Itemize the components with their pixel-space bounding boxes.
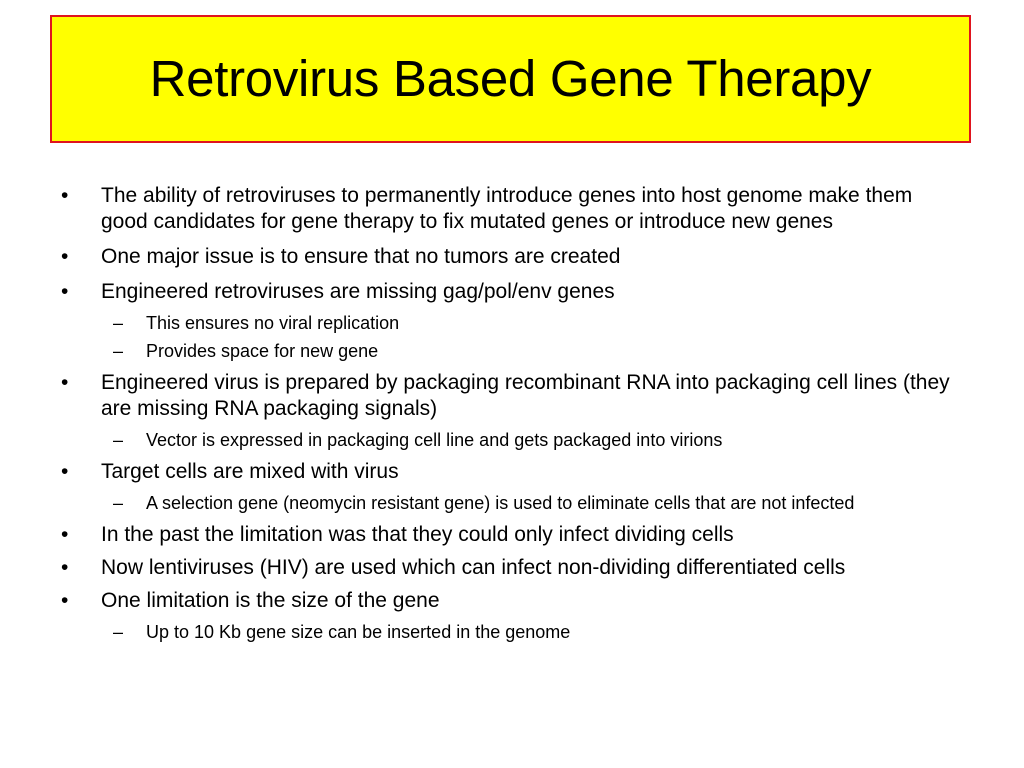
bullet-item: • The ability of retroviruses to permane… (0, 183, 961, 235)
bullet-item: • One limitation is the size of the gene (0, 588, 961, 614)
sub-bullet-item: – Vector is expressed in packaging cell … (0, 429, 966, 451)
bullet-text: One major issue is to ensure that no tum… (101, 245, 621, 268)
sub-bullet-text: Vector is expressed in packaging cell li… (146, 430, 723, 450)
sub-bullet-item: – This ensures no viral replication (0, 312, 966, 334)
bullet-item: • One major issue is to ensure that no t… (0, 244, 961, 270)
bullet-item: • Engineered virus is prepared by packag… (0, 370, 961, 422)
sub-bullet-glyph: – (113, 493, 124, 513)
bullet-glyph: • (61, 589, 69, 612)
bullet-glyph: • (61, 184, 69, 207)
bullet-text: Engineered retroviruses are missing gag/… (101, 280, 615, 303)
bullet-list: • The ability of retroviruses to permane… (0, 183, 1024, 651)
sub-bullet-glyph: – (113, 313, 124, 333)
bullet-glyph: • (61, 245, 69, 268)
bullet-item: • Target cells are mixed with virus (0, 459, 961, 485)
sub-bullet-glyph: – (113, 341, 124, 361)
sub-bullet-glyph: – (113, 622, 124, 642)
bullet-glyph: • (61, 280, 69, 303)
bullet-item: • In the past the limitation was that th… (0, 522, 961, 548)
bullet-text: Now lentiviruses (HIV) are used which ca… (101, 556, 846, 579)
bullet-item: • Engineered retroviruses are missing ga… (0, 279, 961, 305)
sub-bullet-glyph: – (113, 430, 124, 450)
bullet-text: Engineered virus is prepared by packagin… (101, 371, 950, 420)
bullet-text: In the past the limitation was that they… (101, 523, 734, 546)
sub-bullet-text: Provides space for new gene (146, 341, 379, 361)
bullet-glyph: • (61, 460, 69, 483)
bullet-text: Target cells are mixed with virus (101, 460, 399, 483)
sub-bullet-item: – Up to 10 Kb gene size can be inserted … (0, 621, 966, 643)
bullet-glyph: • (61, 556, 69, 579)
bullet-item: • Now lentiviruses (HIV) are used which … (0, 555, 961, 581)
title-box: Retrovirus Based Gene Therapy (50, 15, 971, 143)
sub-bullet-item: – Provides space for new gene (0, 340, 966, 362)
sub-bullet-text: Up to 10 Kb gene size can be inserted in… (146, 622, 571, 642)
sub-bullet-item: – A selection gene (neomycin resistant g… (0, 492, 966, 514)
slide-title: Retrovirus Based Gene Therapy (149, 49, 872, 107)
sub-bullet-text: This ensures no viral replication (146, 313, 400, 333)
sub-bullet-text: A selection gene (neomycin resistant gen… (146, 493, 855, 513)
bullet-text: The ability of retroviruses to permanent… (101, 184, 913, 233)
bullet-glyph: • (61, 371, 69, 394)
bullet-glyph: • (61, 523, 69, 546)
bullet-text: One limitation is the size of the gene (101, 589, 440, 612)
